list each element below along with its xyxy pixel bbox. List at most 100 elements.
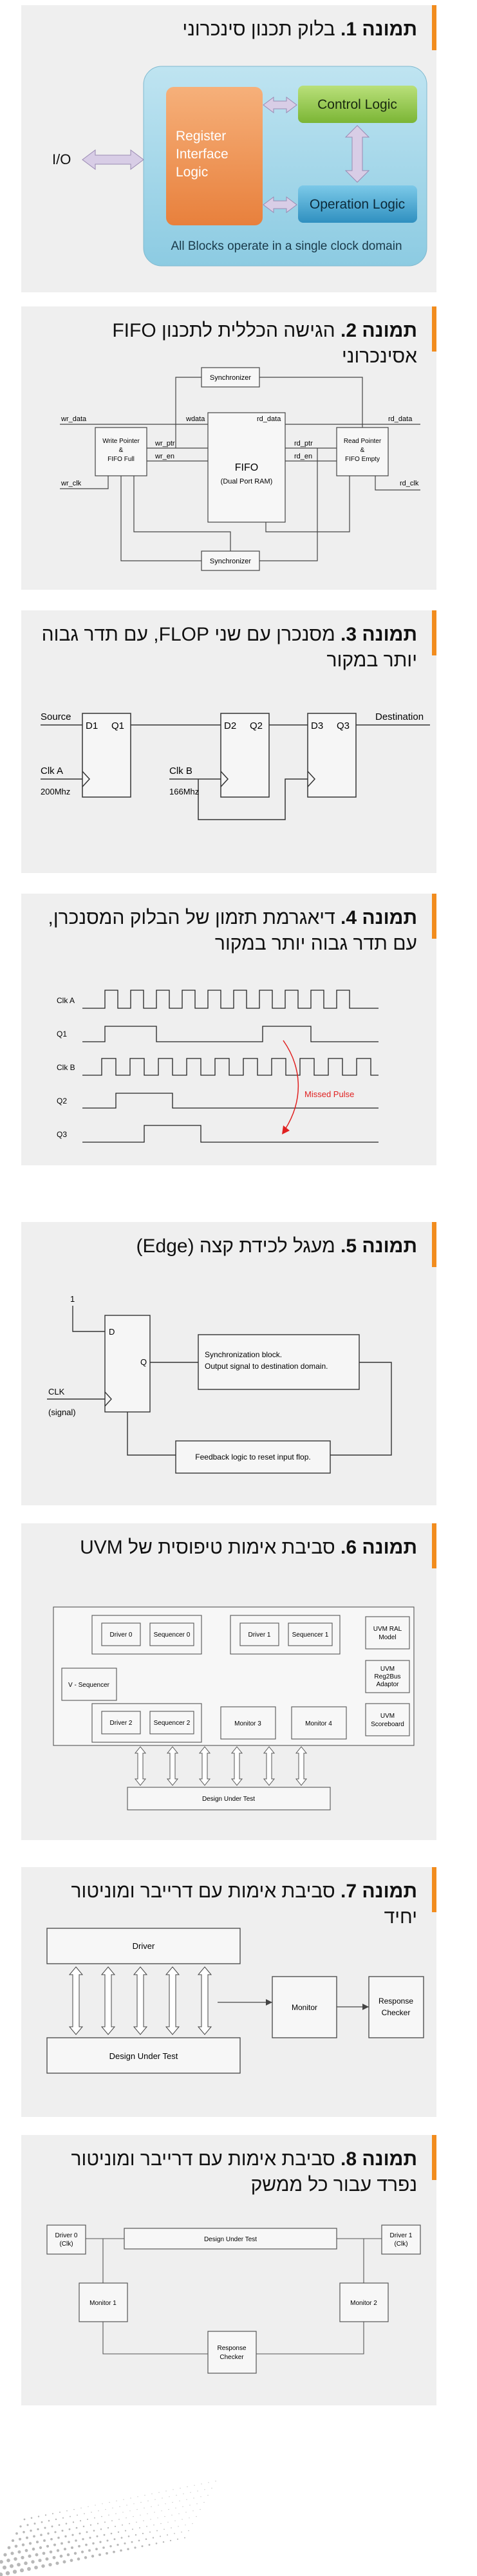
decorative-dot <box>65 2523 68 2524</box>
decorative-dot <box>55 2561 59 2565</box>
figure-number: תמונה 7. <box>341 1881 417 1902</box>
decorative-dot <box>102 2546 105 2549</box>
decorative-dot <box>149 2531 151 2533</box>
decorative-dot <box>95 2548 98 2551</box>
monitor-4-label: Monitor 4 <box>305 1720 332 1727</box>
decorative-dot <box>92 2542 95 2545</box>
clk-signal-label: (signal) <box>48 1407 76 1417</box>
decorative-dot <box>10 2564 14 2568</box>
io-label: I/O <box>52 151 71 167</box>
decorative-dot <box>111 2520 113 2522</box>
interface-arrow <box>134 1746 147 1786</box>
missed-pulse-arrow <box>283 1040 299 1130</box>
fifo-empty-label: FIFO Empty <box>345 456 380 463</box>
figure-number: תמונה 8. <box>341 2148 417 2170</box>
decorative-dot <box>89 2524 92 2526</box>
figure-card-5: תמונה 5. מעגל לכידת קצה (Edge) 1 D Q CLK… <box>21 1222 436 1505</box>
decorative-dot <box>106 2539 109 2542</box>
sequencer-0-label: Sequencer 0 <box>154 1631 191 1639</box>
decorative-dot <box>153 2524 154 2526</box>
decorative-dot <box>70 2559 73 2562</box>
decorative-dot <box>162 2541 165 2543</box>
decorative-dot <box>66 2553 70 2557</box>
decorative-dot <box>139 2527 140 2529</box>
decorative-dot <box>19 2568 24 2573</box>
wr-en-label: wr_en <box>154 453 174 460</box>
figure-title: תמונה 4. דיאגרמת תזמון של הבלוק המסנכרן,… <box>39 905 417 957</box>
decorative-dot <box>62 2560 66 2564</box>
q3-label: Q3 <box>337 720 350 731</box>
decorative-dot <box>88 2549 91 2552</box>
q2-waveform <box>82 1093 379 1109</box>
driver-0-line1: Driver 0 <box>55 2232 77 2239</box>
decorative-dot <box>30 2529 32 2532</box>
decorative-dot <box>3 2553 7 2557</box>
accent-bar <box>432 306 436 352</box>
decorative-dot <box>155 2543 158 2544</box>
decorative-dot <box>103 2534 106 2536</box>
decorative-dot <box>148 2544 151 2546</box>
decorative-dot <box>120 2549 122 2552</box>
decorative-dot <box>78 2544 80 2548</box>
monitor-2-label: Monitor 2 <box>350 2300 377 2307</box>
decorative-dot <box>38 2559 42 2562</box>
write-amp-label: & <box>119 447 124 454</box>
decorative-dot <box>164 2528 165 2530</box>
decorative-dot <box>96 2535 98 2537</box>
figure-title: תמונה 8. סביבת אימות עם דרייבר ומוניטור … <box>39 2147 417 2198</box>
decorative-dot <box>131 2528 134 2530</box>
decorative-dot <box>23 2518 26 2521</box>
decorative-dot <box>118 2519 120 2520</box>
vsequencer-label: V - Sequencer <box>68 1682 110 1689</box>
wr-data-in-label: wr_data <box>61 415 87 423</box>
figure-caption: סביבת אימות טיפוסית של UVM <box>80 1537 341 1558</box>
decorative-dot <box>17 2550 21 2554</box>
decorative-dot <box>80 2550 84 2553</box>
decorative-dot <box>208 2482 209 2483</box>
decorative-dot <box>14 2544 18 2548</box>
rd-data-out-label: rd_data <box>388 415 413 423</box>
decorative-dot <box>113 2538 116 2541</box>
driver-1-line2: (Clk) <box>394 2241 407 2248</box>
operation-logic-label: Operation Logic <box>310 197 405 212</box>
rd-clk-label: rd_clk <box>400 480 419 487</box>
decorative-dot <box>50 2537 53 2541</box>
decorative-dot <box>19 2525 22 2528</box>
reg2bus-line3: Adaptor <box>376 1681 399 1688</box>
decorative-dot <box>130 2497 131 2499</box>
clk-b-waveform <box>82 1058 379 1076</box>
wr-ptr-label: wr_ptr <box>154 440 175 447</box>
monitor-box <box>272 1976 337 2038</box>
decorative-dot <box>176 2538 179 2540</box>
feedback-box <box>175 1440 331 1474</box>
interface-arrow <box>198 1746 211 1786</box>
control-logic-label: Control Logic <box>317 97 397 112</box>
figure-title: תמונה 3. מסנכרן עם שני FLOP, עם תדר גבוה… <box>39 622 417 673</box>
clk-a-label: Clk A <box>41 766 63 776</box>
decorative-dot <box>0 2560 3 2564</box>
decorative-dot <box>82 2538 84 2541</box>
figure-caption: מעגל לכידת קצה (Edge) <box>136 1236 341 1257</box>
clk-label: CLK <box>48 1387 65 1396</box>
vsequencer-box <box>61 1668 117 1701</box>
decorative-dot <box>61 2530 64 2532</box>
decorative-dot <box>192 2510 194 2512</box>
checker-label: Checker <box>220 2354 244 2361</box>
decorative-dot <box>18 2537 22 2541</box>
top-synchronizer-box <box>201 367 260 388</box>
decorative-dot <box>85 2543 88 2546</box>
decorative-dot <box>12 2570 17 2574</box>
reg2bus-box <box>365 1660 410 1693</box>
flop-1 <box>82 713 131 798</box>
driver-0-line2: (Clk) <box>59 2241 73 2248</box>
decorative-dot <box>84 2513 85 2515</box>
decorative-dot <box>136 2521 137 2523</box>
decorative-dot <box>28 2554 32 2558</box>
rd-en-label: rd_en <box>294 453 312 460</box>
interface-arrow <box>230 1746 243 1786</box>
decorative-dot <box>127 2535 130 2537</box>
figure-caption: מסנכרן עם שני FLOP, עם תדר גבוה יותר במק… <box>41 624 417 671</box>
decorative-dot <box>113 2550 115 2553</box>
decorative-dot <box>181 2531 182 2533</box>
decorative-dot <box>142 2532 144 2535</box>
